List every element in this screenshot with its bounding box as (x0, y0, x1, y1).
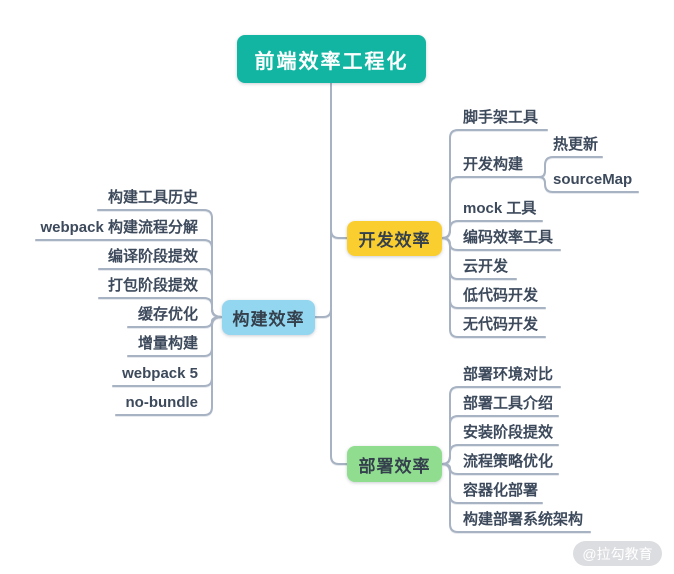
root-topic[interactable]: 前端效率工程化 (237, 35, 426, 83)
subtopic-deploy-strategy[interactable]: 流程策略优化 (463, 453, 554, 470)
subtopic-build-webpack-flow[interactable]: webpack 构建流程分解 (40, 219, 198, 236)
subtopic-deploy-install[interactable]: 安装阶段提效 (463, 424, 554, 441)
subtopic-build-history[interactable]: 构建工具历史 (107, 189, 198, 206)
connector-build-3 (98, 297, 223, 318)
subtopic-dev-nocode[interactable]: 无代码开发 (463, 316, 539, 333)
subtopic-deploy-tools[interactable]: 部署工具介绍 (463, 395, 554, 412)
subtopic-deploy-env-compare[interactable]: 部署环境对比 (463, 366, 554, 383)
connector-build-7 (115, 316, 223, 416)
subtopic-dev-mock[interactable]: mock 工具 (463, 200, 537, 217)
subtopic-deploy-system-arch[interactable]: 构建部署系统架构 (463, 511, 584, 528)
subtopic-dev-hot-reload[interactable]: 热更新 (553, 136, 599, 153)
subtopic-dev-lowcode[interactable]: 低代码开发 (463, 287, 539, 304)
subtopic-deploy-container[interactable]: 容器化部署 (463, 482, 539, 499)
connector-root-dev (330, 82, 348, 239)
connector-dev-2 (441, 220, 543, 239)
connector-devbuild-1 (538, 176, 639, 193)
connector-deploy-5 (441, 463, 591, 533)
subtopic-build-nobundle[interactable]: no-bundle (125, 394, 198, 411)
branch-topic-dev[interactable]: 开发效率 (347, 221, 442, 256)
connector-root-deploy (330, 82, 348, 465)
watermark-badge: @拉勾教育 (573, 541, 662, 566)
connector-deploy-2 (441, 444, 559, 465)
subtopic-dev-sourcemap[interactable]: sourceMap (553, 171, 633, 188)
branch-topic-build[interactable]: 构建效率 (222, 300, 315, 335)
subtopic-build-compile[interactable]: 编译阶段提效 (107, 248, 198, 265)
branch-topic-deploy[interactable]: 部署效率 (347, 446, 442, 482)
connector-dev-6 (441, 237, 546, 338)
subtopic-build-bundle-stage[interactable]: 打包阶段提效 (107, 277, 198, 294)
subtopic-dev-devbuild[interactable]: 开发构建 (463, 156, 524, 173)
subtopic-build-webpack5[interactable]: webpack 5 (122, 365, 198, 382)
subtopic-dev-coding-tools[interactable]: 编码效率工具 (463, 229, 554, 246)
connector-root-build (314, 82, 332, 318)
connector-devbuild-0 (538, 156, 603, 178)
subtopic-dev-scaffold[interactable]: 脚手架工具 (463, 109, 539, 126)
subtopic-dev-cloud[interactable]: 云开发 (463, 258, 509, 275)
subtopic-build-incremental[interactable]: 增量构建 (137, 335, 198, 352)
subtopic-build-cache[interactable]: 缓存优化 (137, 306, 198, 323)
